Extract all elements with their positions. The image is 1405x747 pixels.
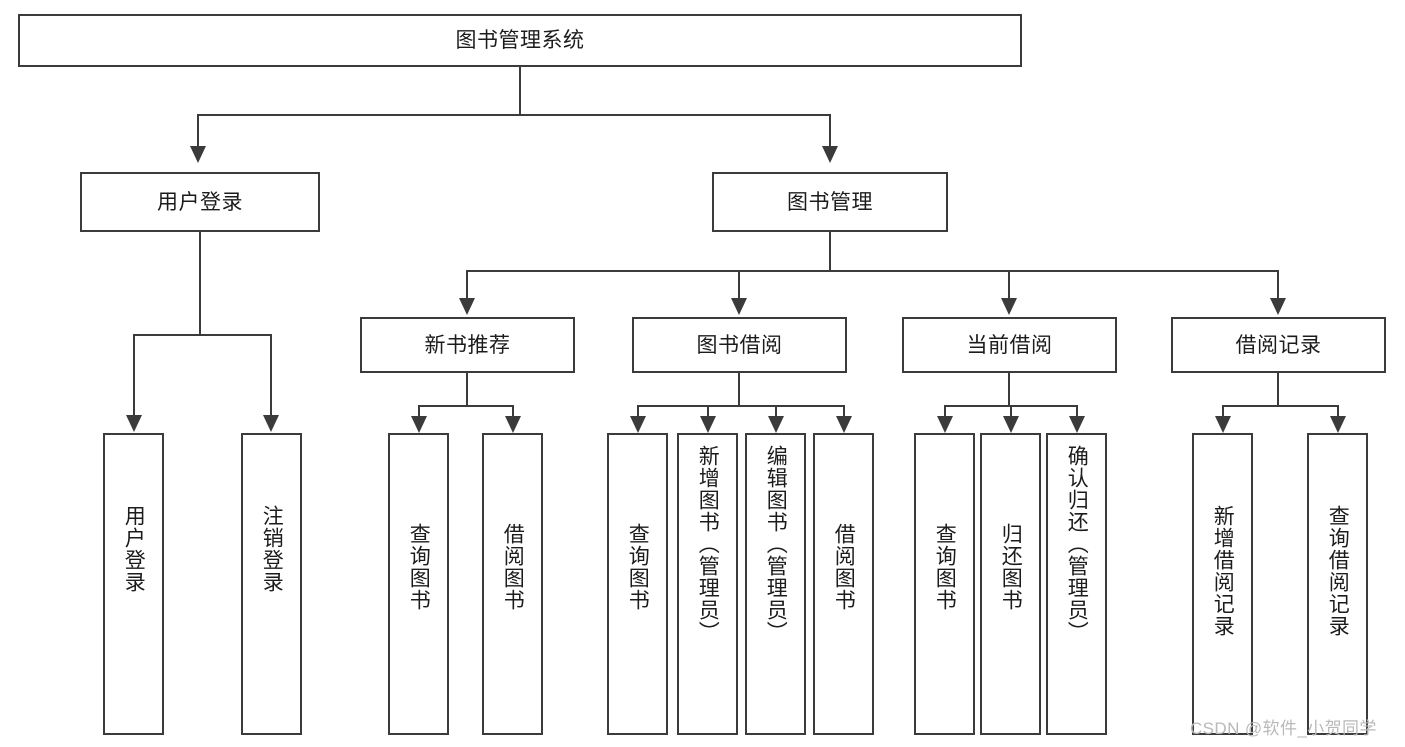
csdn-watermark: CSDN @软件_小贺同学 — [1190, 719, 1377, 738]
node-book-borrow[interactable]: 图书借阅 — [632, 317, 847, 373]
edge-book-borrow-drop-2 — [707, 405, 709, 417]
arrowhead-leaf-query-book-3 — [937, 416, 953, 433]
leaf-label: 借阅图书 — [832, 523, 856, 611]
node-root-library-system[interactable]: 图书管理系统 — [18, 14, 1022, 67]
node-book-management[interactable]: 图书管理 — [712, 172, 948, 232]
arrowhead-leaf-logout — [263, 415, 279, 432]
node-label: 图书管理系统 — [455, 29, 585, 52]
arrowhead-leaf-return-book — [1003, 416, 1019, 433]
edge-level3-drop-book-borrow — [738, 270, 740, 299]
arrowhead-leaf-edit-book — [768, 416, 784, 433]
leaf-borrow-book-recommend[interactable]: 借阅图书 — [482, 433, 543, 735]
arrowhead-leaf-confirm-return — [1069, 416, 1085, 433]
edge-root-to-book-manage — [829, 114, 831, 147]
node-current-borrow[interactable]: 当前借阅 — [902, 317, 1117, 373]
edge-root-trunk — [519, 67, 521, 115]
node-label: 图书借阅 — [696, 333, 783, 357]
node-label: 借阅记录 — [1235, 333, 1322, 357]
leaf-add-book-admin[interactable]: 新增图书（管理员） — [677, 433, 738, 735]
leaf-user-login[interactable]: 用户登录 — [103, 433, 164, 735]
leaf-label: 确认归还（管理员） — [1065, 445, 1089, 643]
leaf-borrow-book[interactable]: 借阅图书 — [813, 433, 874, 735]
leaf-query-book-current[interactable]: 查询图书 — [914, 433, 975, 735]
leaf-query-book-borrow[interactable]: 查询图书 — [607, 433, 668, 735]
edge-current-borrow-drop-1 — [944, 405, 946, 417]
edge-user-login-trunk — [199, 232, 201, 335]
arrowhead-leaf-query-book-1 — [411, 416, 427, 433]
node-label: 当前借阅 — [966, 333, 1053, 357]
node-borrow-record[interactable]: 借阅记录 — [1171, 317, 1386, 373]
edge-borrow-record-drop-1 — [1222, 405, 1224, 417]
arrowhead-book-manage — [822, 146, 838, 163]
leaf-logout[interactable]: 注销登录 — [241, 433, 302, 735]
leaf-query-borrow-record[interactable]: 查询借阅记录 — [1307, 433, 1368, 735]
edge-user-login-bus — [133, 334, 272, 336]
node-new-book-recommend[interactable]: 新书推荐 — [360, 317, 575, 373]
edge-new-book-trunk — [466, 373, 468, 406]
leaf-label: 借阅图书 — [501, 523, 525, 611]
edge-current-borrow-trunk — [1008, 373, 1010, 406]
edge-user-login-drop-2 — [270, 334, 272, 416]
edge-current-borrow-drop-2 — [1010, 405, 1012, 417]
leaf-label: 归还图书 — [999, 523, 1023, 611]
leaf-query-book-recommend[interactable]: 查询图书 — [388, 433, 449, 735]
edge-level3-bus — [466, 270, 1278, 272]
arrowhead-user-login — [190, 146, 206, 163]
edge-root-to-user-login — [197, 114, 199, 147]
edge-new-book-drop-2 — [512, 405, 514, 417]
arrowhead-book-borrow — [731, 298, 747, 315]
leaf-label: 查询借阅记录 — [1326, 505, 1350, 637]
arrowhead-leaf-add-book — [700, 416, 716, 433]
arrowhead-leaf-add-record — [1215, 416, 1231, 433]
edge-borrow-record-bus — [1222, 405, 1338, 407]
edge-book-borrow-bus — [637, 405, 845, 407]
arrowhead-leaf-borrow-book-2 — [836, 416, 852, 433]
arrowhead-new-book-recommend — [459, 298, 475, 315]
edge-book-borrow-drop-4 — [843, 405, 845, 417]
edge-current-borrow-drop-3 — [1076, 405, 1078, 417]
edge-user-login-drop-1 — [133, 334, 135, 416]
leaf-label: 编辑图书（管理员） — [764, 445, 788, 643]
edge-borrow-record-drop-2 — [1337, 405, 1339, 417]
edge-book-borrow-trunk — [738, 373, 740, 406]
edge-borrow-record-trunk — [1277, 373, 1279, 406]
arrowhead-leaf-borrow-book-1 — [505, 416, 521, 433]
leaf-label: 用户登录 — [122, 505, 146, 593]
node-user-login[interactable]: 用户登录 — [80, 172, 320, 232]
leaf-label: 查询图书 — [626, 523, 650, 611]
arrowhead-leaf-query-record — [1330, 416, 1346, 433]
leaf-return-book[interactable]: 归还图书 — [980, 433, 1041, 735]
edge-level3-drop-new-book — [466, 270, 468, 299]
edge-new-book-bus — [418, 405, 514, 407]
edge-level3-drop-current-borrow — [1008, 270, 1010, 299]
leaf-add-borrow-record[interactable]: 新增借阅记录 — [1192, 433, 1253, 735]
leaf-label: 查询图书 — [407, 523, 431, 611]
edge-new-book-drop-1 — [418, 405, 420, 417]
node-label: 新书推荐 — [424, 333, 511, 357]
arrowhead-current-borrow — [1001, 298, 1017, 315]
leaf-label: 新增借阅记录 — [1211, 505, 1235, 637]
edge-book-borrow-drop-1 — [637, 405, 639, 417]
node-label: 用户登录 — [157, 190, 243, 214]
leaf-label: 查询图书 — [933, 523, 957, 611]
arrowhead-leaf-query-book-2 — [630, 416, 646, 433]
edge-level3-drop-borrow-record — [1277, 270, 1279, 299]
edge-level2-bus — [197, 114, 831, 116]
leaf-label: 注销登录 — [260, 505, 284, 593]
leaf-confirm-return-admin[interactable]: 确认归还（管理员） — [1046, 433, 1107, 735]
node-label: 图书管理 — [787, 190, 873, 214]
arrowhead-leaf-user-login — [126, 415, 142, 432]
arrowhead-borrow-record — [1270, 298, 1286, 315]
edge-book-manage-trunk — [829, 232, 831, 271]
edge-book-borrow-drop-3 — [775, 405, 777, 417]
leaf-edit-book-admin[interactable]: 编辑图书（管理员） — [745, 433, 806, 735]
leaf-label: 新增图书（管理员） — [696, 445, 720, 643]
